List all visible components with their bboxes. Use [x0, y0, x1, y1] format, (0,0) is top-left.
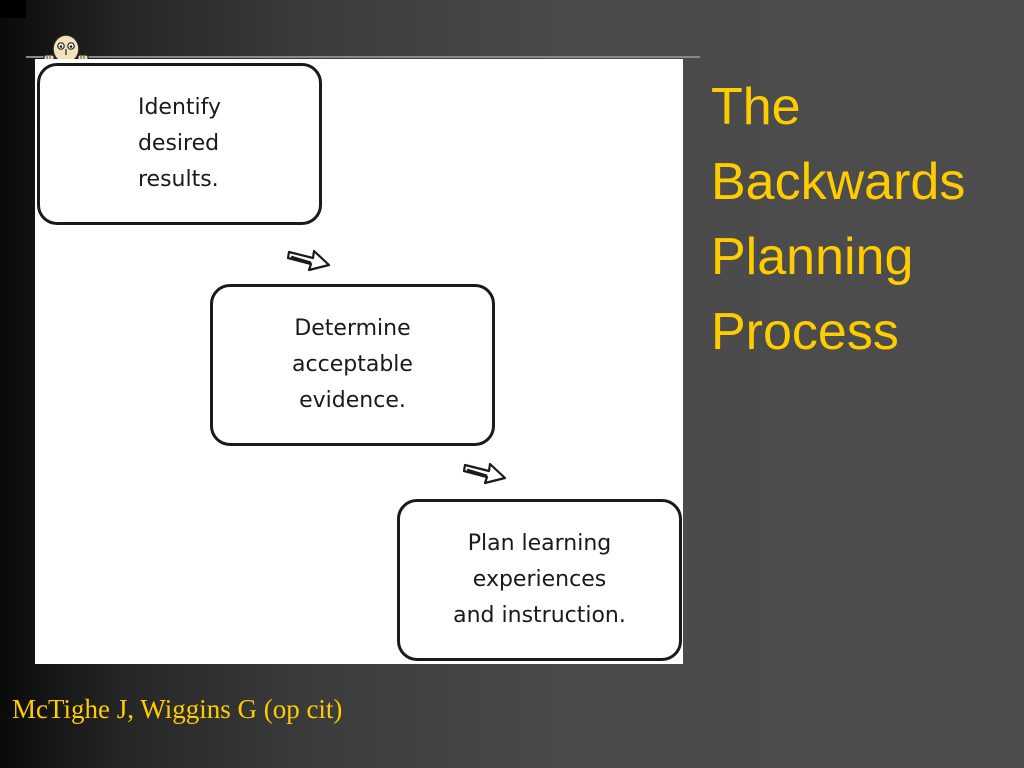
- step-plan-learning: Plan learning experiences and instructio…: [397, 499, 682, 661]
- arrow-right-down-icon: [287, 249, 331, 272]
- arrow-right-down-icon: [463, 462, 507, 485]
- step-label: Determine acceptable evidence.: [292, 316, 413, 413]
- step-label: Plan learning experiences and instructio…: [453, 531, 626, 628]
- slide-title: The Backwards Planning Process: [711, 78, 966, 361]
- top-divider: [26, 56, 700, 58]
- citation-text: McTighe J, Wiggins G (op cit): [12, 694, 343, 724]
- step-determine-evidence: Determine acceptable evidence.: [210, 284, 495, 446]
- diagram-panel: Identify desired results. Determine acce…: [35, 59, 683, 664]
- step-label: Identify desired results.: [137, 95, 222, 192]
- step-identify-results: Identify desired results.: [37, 63, 322, 225]
- corner-marker: [0, 0, 26, 18]
